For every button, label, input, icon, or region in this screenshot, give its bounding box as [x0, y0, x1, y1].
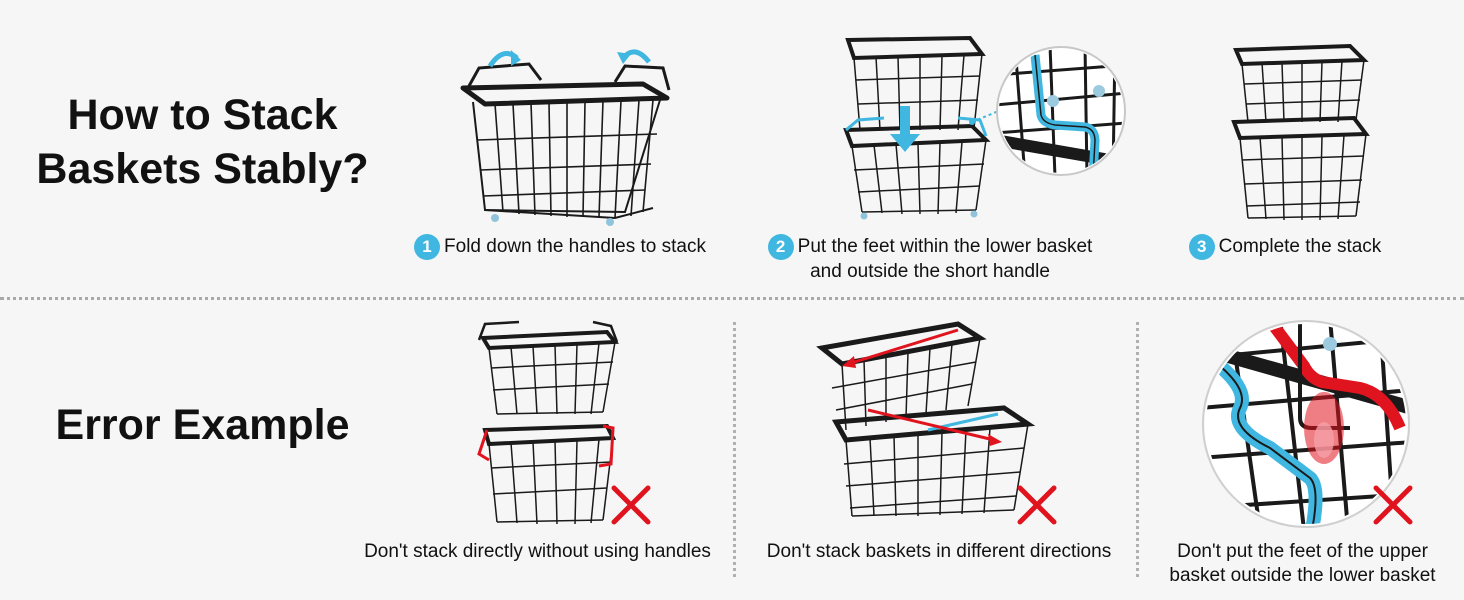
error3-zoom-detail: [1202, 320, 1410, 528]
error3-text-line1: Don't put the feet of the upper: [1177, 541, 1428, 562]
stack-heading: How to Stack Baskets Stably?: [20, 88, 385, 196]
error-x-icon: [611, 485, 651, 525]
step2-zoom-detail: [996, 46, 1126, 176]
rotate-arrow-icon: [487, 50, 521, 68]
stack-heading-line1: How to Stack: [67, 91, 338, 139]
error-divider-1: [733, 322, 736, 577]
error-x-icon: [1017, 485, 1057, 525]
error-divider-2: [1136, 322, 1139, 577]
step2-stacked-illustration: [843, 35, 991, 220]
step2-text-line2: and outside the short handle: [810, 261, 1050, 282]
step1-text: Fold down the handles to stack: [444, 236, 706, 258]
step3-text: Complete the stack: [1218, 236, 1382, 258]
error3-text-line2: basket outside the lower basket: [1169, 565, 1436, 586]
error2-illustration: [816, 321, 1036, 517]
error1-illustration: [477, 320, 620, 525]
error1-caption: Don't stack directly without using handl…: [364, 541, 711, 562]
section-divider: [0, 297, 1464, 300]
direction-arrow-lower: [867, 408, 1002, 446]
step1-basket-illustration: [460, 49, 671, 226]
error3-caption: Don't put the feet of the upper basket o…: [1145, 540, 1460, 588]
down-arrow-icon: [890, 106, 920, 152]
error2-caption: Don't stack baskets in different directi…: [766, 541, 1112, 562]
rotate-arrow-icon: [617, 49, 651, 64]
step3-complete-illustration: [1231, 43, 1370, 221]
error-x-icon: [1373, 485, 1413, 525]
step2-text-line1: Put the feet within the lower basket: [797, 236, 1093, 258]
step-number-badge: 3: [1188, 234, 1215, 260]
error-heading: Error Example: [55, 401, 350, 449]
direction-arrow-upper: [842, 328, 959, 368]
step-number-badge: 1: [414, 234, 441, 260]
step-number-badge: 2: [767, 234, 794, 260]
stack-heading-line2: Baskets Stably?: [36, 145, 369, 193]
